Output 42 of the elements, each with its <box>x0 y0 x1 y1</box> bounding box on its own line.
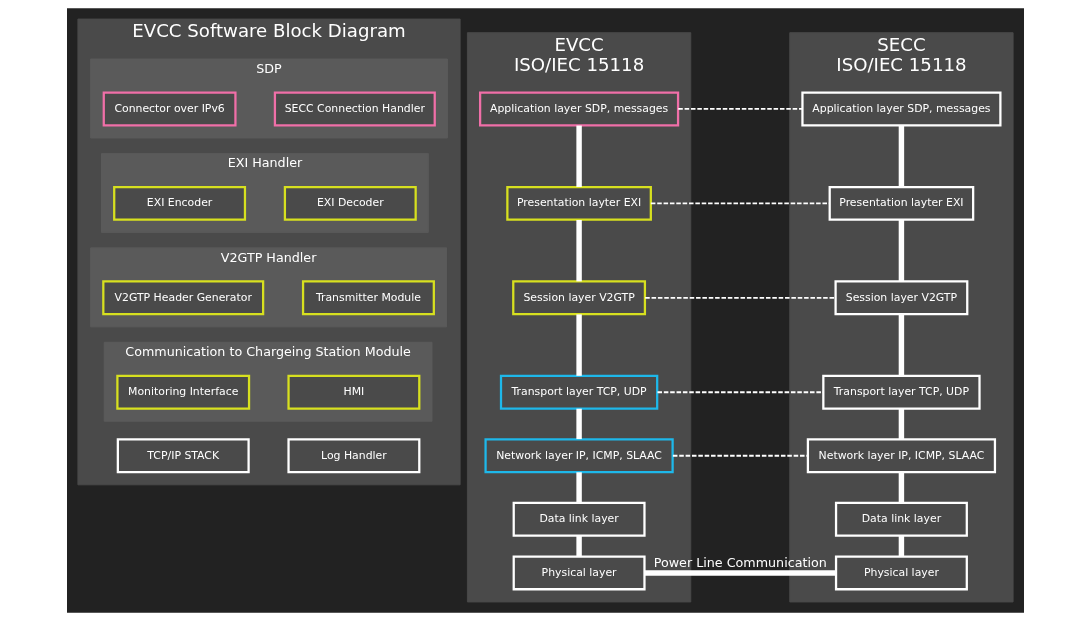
node-box: Presentation layter EXI <box>828 185 974 221</box>
connector <box>898 125 904 187</box>
node-box: Application layer SDP, messages <box>800 91 1002 127</box>
node-box: Application layer SDP, messages <box>478 91 679 127</box>
connector <box>644 570 836 576</box>
node-box: Network layer IP, ICMP, SLAAC <box>806 438 996 474</box>
connector <box>656 391 824 394</box>
node-box: V2GTP Header Generator <box>101 280 264 316</box>
node-box: Transmitter Module <box>301 280 435 316</box>
node-box: Network layer IP, ICMP, SLAAC <box>483 438 674 474</box>
node-box: SECC Connection Handler <box>273 91 436 127</box>
node-box: Transport layer TCP, UDP <box>499 374 658 410</box>
connector <box>898 535 904 557</box>
connector <box>898 408 904 440</box>
connector <box>575 314 582 376</box>
node-box: Log Handler <box>286 438 420 474</box>
connector <box>898 314 904 376</box>
connector <box>575 472 582 503</box>
connector <box>575 125 582 187</box>
connector <box>575 220 582 282</box>
node-box: Monitoring Interface <box>115 374 250 410</box>
node-box: EXI Encoder <box>112 185 246 221</box>
node-box: Session layer V2GTP <box>833 280 968 316</box>
node-box: TCP/IP STACK <box>116 438 250 474</box>
connector <box>575 535 582 557</box>
node-box: Connector over IPv6 <box>102 91 237 127</box>
connector <box>898 472 904 503</box>
node-box: Data link layer <box>512 501 646 537</box>
node-box: Transport layer TCP, UDP <box>821 374 981 410</box>
connector <box>575 408 582 440</box>
node-box: EXI Decoder <box>283 185 417 221</box>
node-box: Data link layer <box>834 501 968 537</box>
node-box: Physical layer <box>512 555 646 591</box>
node-box: Physical layer <box>834 555 968 591</box>
node-box: Presentation layter EXI <box>505 185 652 221</box>
connector <box>643 296 836 299</box>
connector <box>649 202 830 205</box>
connector <box>671 454 809 457</box>
connector <box>676 108 803 110</box>
connector <box>898 220 904 282</box>
node-box: Session layer V2GTP <box>511 280 646 316</box>
node-box: HMI <box>286 374 420 410</box>
